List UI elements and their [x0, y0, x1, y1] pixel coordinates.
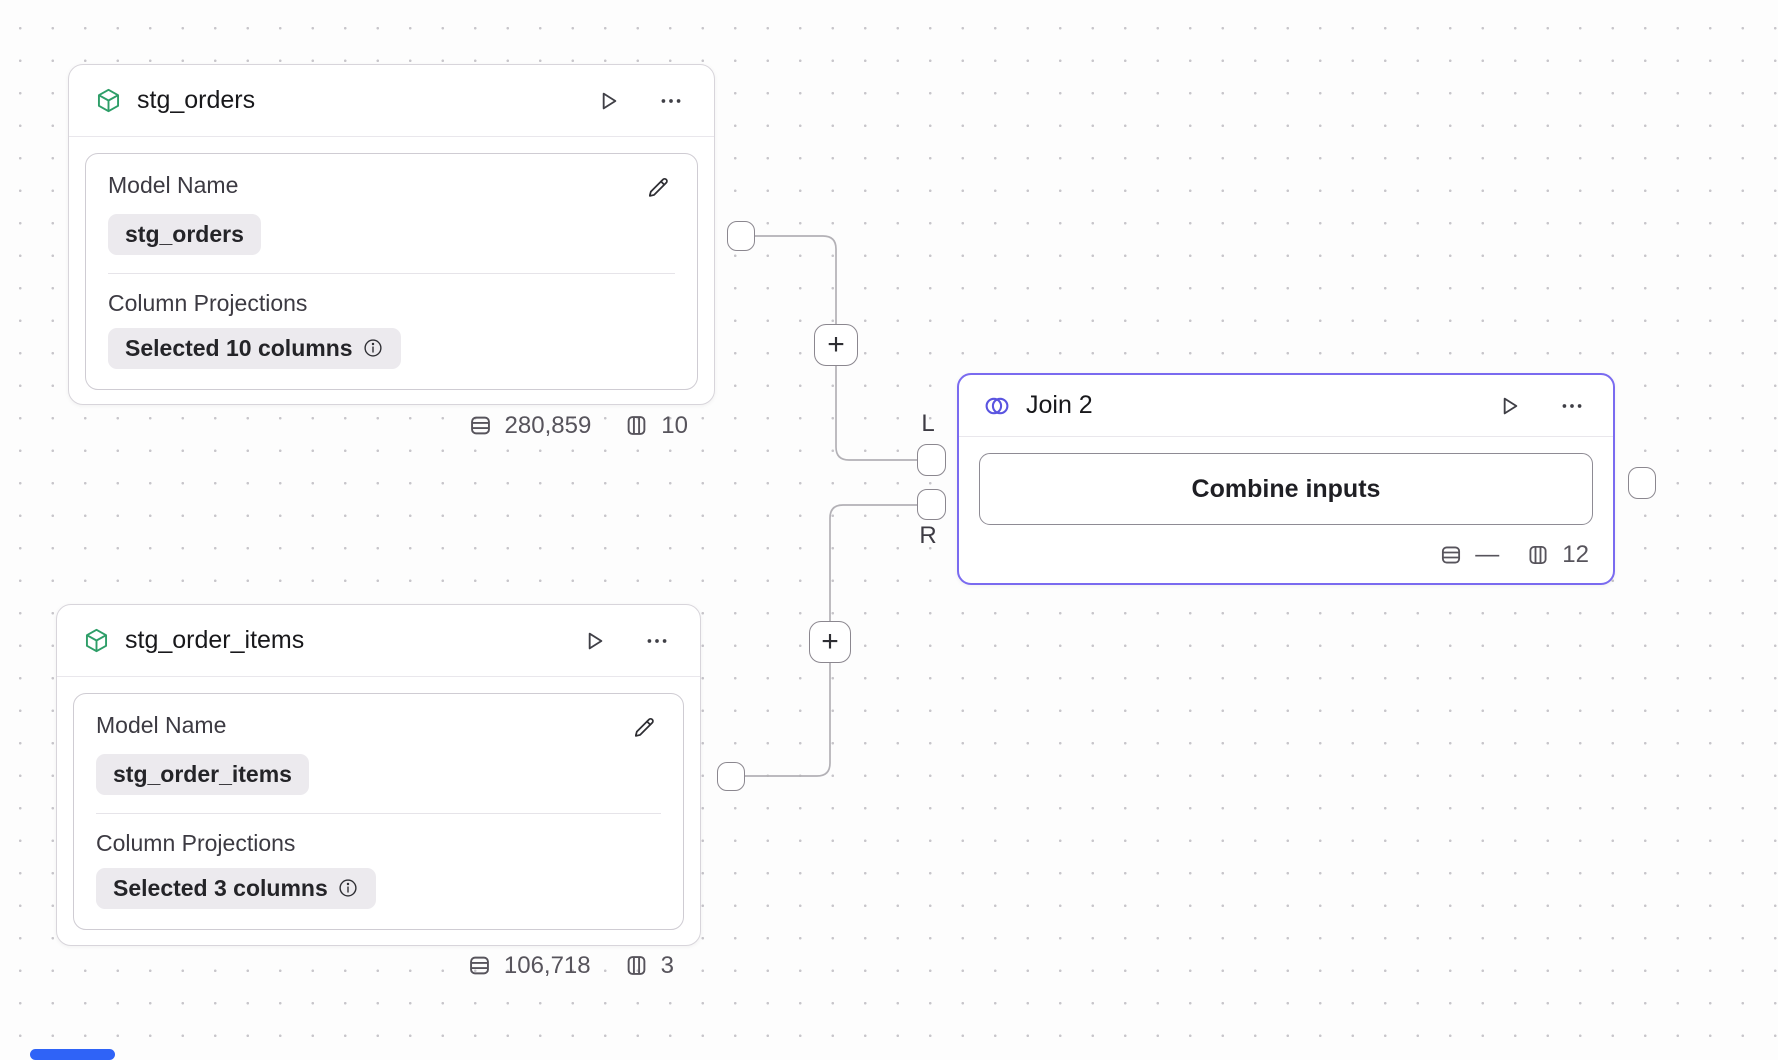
node-title: stg_orders [137, 86, 256, 114]
model-name-label: Model Name [108, 172, 239, 198]
column-projections-value: Selected 10 columns [125, 334, 353, 361]
divider [96, 813, 661, 814]
node-header: stg_orders [69, 65, 714, 137]
combine-inputs-button[interactable]: Combine inputs [979, 453, 1593, 525]
play-icon [1503, 397, 1518, 414]
play-icon [588, 632, 603, 649]
node-header: Join 2 [959, 375, 1613, 437]
ellipsis-icon [1562, 403, 1582, 408]
output-port-stg-order-items[interactable] [717, 762, 745, 791]
add-step-button-bottom-wire[interactable]: + [809, 621, 851, 663]
row-count: 280,859 [504, 411, 592, 439]
add-step-button-top-wire[interactable]: + [814, 324, 858, 366]
pencil-icon [635, 718, 654, 737]
row-count: — [1475, 541, 1500, 568]
node-title: Join 2 [1026, 391, 1093, 419]
output-port-join[interactable] [1628, 467, 1656, 499]
input-port-join-right[interactable] [917, 489, 946, 520]
column-projections-value: Selected 3 columns [113, 874, 328, 901]
cube-icon [97, 88, 120, 113]
cube-icon [85, 628, 108, 653]
more-menu-button[interactable] [640, 624, 674, 658]
column-projections-chip[interactable]: Selected 10 columns [108, 327, 401, 369]
edit-model-name-button[interactable] [641, 170, 675, 204]
rows-icon [470, 416, 490, 435]
row-count-stat: 280,859 [467, 411, 592, 440]
ellipsis-icon [661, 98, 681, 103]
column-count: 3 [660, 951, 674, 979]
model-name-label: Model Name [96, 712, 227, 738]
node-header: stg_order_items [57, 605, 700, 677]
node-stg-order-items[interactable]: stg_order_items Model Name stg_order_ite… [56, 604, 701, 979]
node-footer: 106,718 3 [57, 940, 700, 996]
rows-icon [469, 956, 489, 975]
model-name-chip: stg_orders [108, 214, 261, 255]
column-projections-chip[interactable]: Selected 3 columns [96, 867, 376, 909]
columns-icon [1529, 545, 1547, 565]
column-count: 10 [661, 411, 688, 439]
run-button[interactable] [577, 624, 611, 658]
output-port-stg-orders[interactable] [727, 221, 755, 251]
run-button[interactable] [1492, 389, 1526, 423]
column-projections-label: Column Projections [96, 830, 296, 856]
join-venn-icon [985, 397, 1009, 414]
info-icon [363, 339, 382, 357]
columns-icon [627, 956, 645, 975]
port-label-right: R [919, 522, 937, 549]
columns-icon [627, 416, 646, 435]
pencil-icon [649, 178, 668, 197]
rows-icon [1442, 546, 1461, 564]
model-name-value: stg_order_items [113, 761, 292, 787]
node-title: stg_order_items [125, 626, 305, 654]
more-menu-button[interactable] [654, 84, 688, 118]
row-count: 106,718 [503, 951, 591, 979]
edit-model-name-button[interactable] [627, 710, 661, 744]
horizontal-scrollbar-thumb[interactable] [30, 1049, 115, 1060]
node-footer: 280,859 10 [69, 400, 714, 456]
node-config-card: Model Name stg_orders Column Projections… [85, 153, 698, 390]
row-count-stat: 106,718 [466, 952, 591, 980]
play-icon [602, 92, 617, 109]
run-button[interactable] [591, 84, 625, 118]
model-name-chip: stg_order_items [96, 754, 309, 795]
column-count: 12 [1562, 541, 1589, 568]
column-projections-label: Column Projections [108, 290, 308, 316]
node-stg-orders[interactable]: stg_orders Model Name stg_orders Column … [68, 64, 715, 439]
divider [108, 273, 675, 274]
input-port-join-left[interactable] [917, 444, 946, 476]
node-config-card: Model Name stg_order_items Column Projec… [73, 693, 684, 930]
node-join-2[interactable]: Join 2 Combine inputs — 12 [957, 373, 1615, 585]
info-icon [339, 879, 357, 897]
ellipsis-icon [647, 638, 667, 643]
port-label-left: L [921, 410, 935, 437]
model-name-value: stg_orders [125, 221, 244, 247]
column-count-stat: 10 [623, 412, 688, 440]
column-count-stat: 12 [1525, 541, 1589, 569]
more-menu-button[interactable] [1555, 389, 1589, 423]
column-count-stat: 3 [623, 952, 674, 980]
node-footer: — 12 [959, 531, 1613, 583]
row-count-stat: — [1438, 541, 1499, 569]
